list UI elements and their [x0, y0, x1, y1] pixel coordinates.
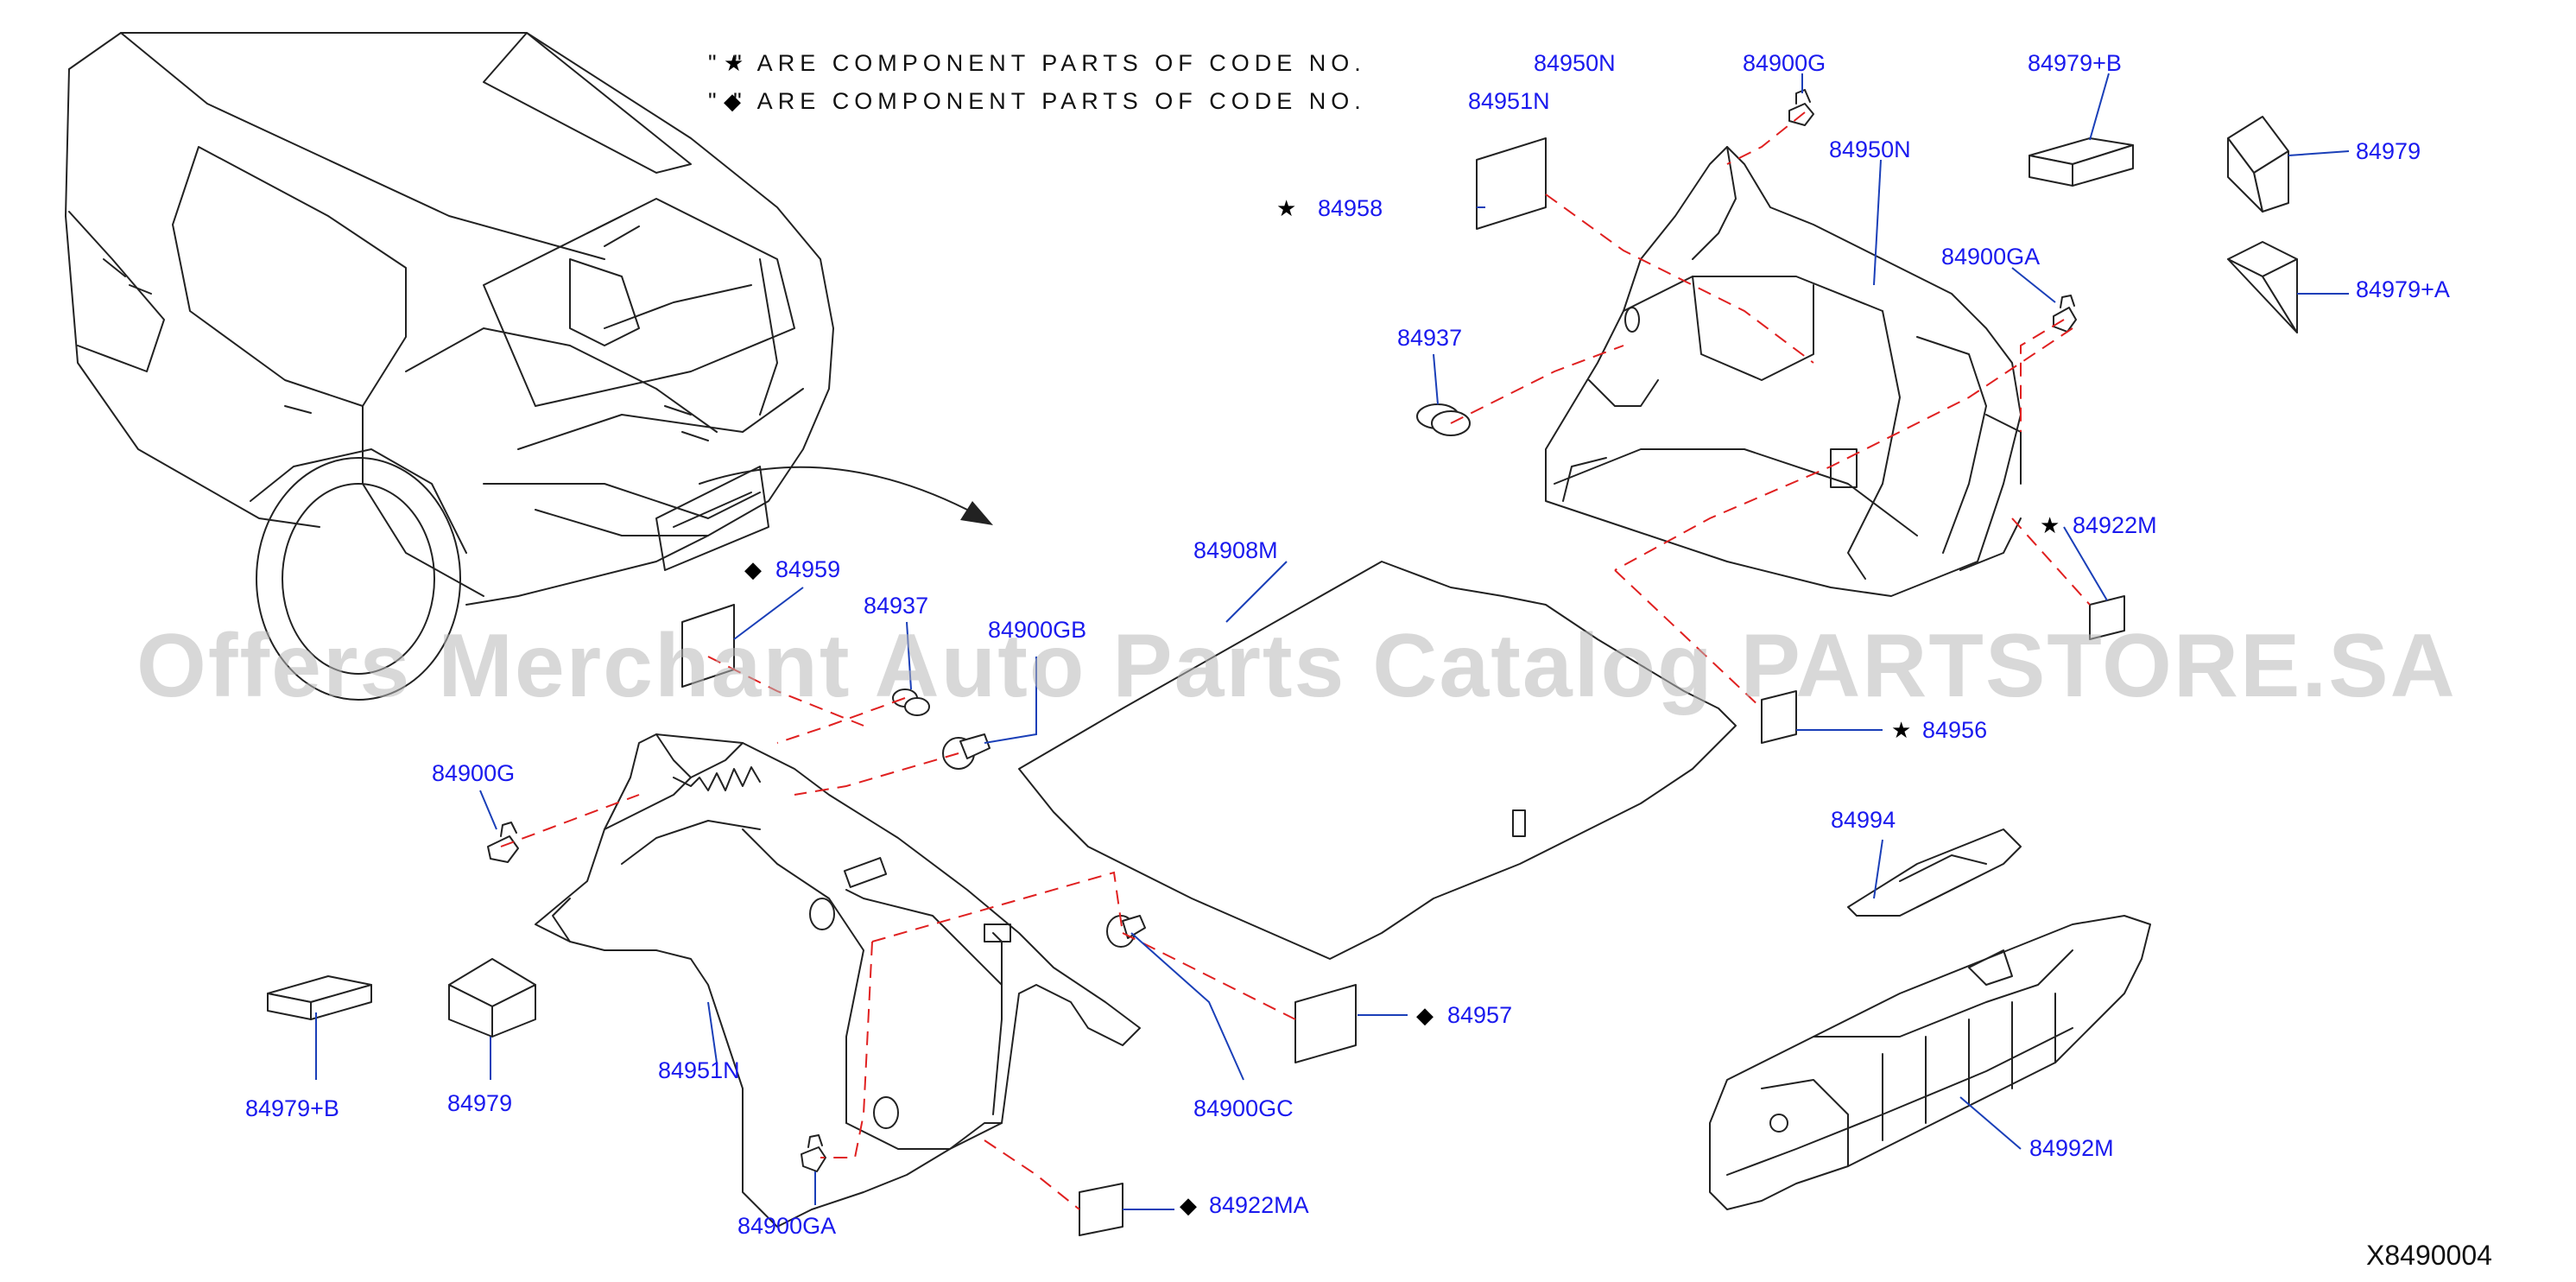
label-84900gb: 84900GB — [988, 617, 1086, 643]
clip-84900ga-bottom — [801, 1134, 826, 1172]
pad-84956-shape — [1761, 690, 1797, 744]
label-84979a: 84979+A — [2356, 276, 2450, 302]
clip-84900ga-top — [2053, 295, 2077, 333]
mark-84922ma: ◆ — [1180, 1193, 1197, 1219]
label-84957: 84957 — [1447, 1002, 1512, 1028]
clip-84900g-top — [1788, 89, 1814, 126]
foam-block-84979-bottom — [448, 958, 536, 1038]
foam-block-84979b-top — [2029, 137, 2134, 187]
label-84922m: 84922M — [2073, 512, 2157, 538]
part-labels: 84900G 84979+B 84979 84950N ★ 84958 8490… — [245, 50, 2450, 1239]
diagram-code: X8490004 — [2366, 1240, 2492, 1271]
label-84937-left: 84937 — [864, 593, 928, 619]
label-84900g-top: 84900G — [1743, 50, 1826, 76]
vehicle-illustration — [65, 32, 834, 701]
legend-diamond-symbol: ◆ — [724, 89, 741, 115]
clip-84937-right — [1416, 403, 1471, 436]
pad-84958-shape — [1476, 137, 1547, 230]
foam-block-84979b-bottom — [267, 975, 372, 1020]
luggage-hook-cover — [1847, 828, 2022, 917]
legend-star-text: " " ARE COMPONENT PARTS OF CODE NO. — [708, 50, 1366, 76]
leader-lines — [315, 73, 2350, 1210]
label-84979b-bottom: 84979+B — [245, 1095, 339, 1121]
pad-84957-shape — [1294, 984, 1357, 1063]
pad-84922ma-shape — [1079, 1183, 1123, 1236]
mark-84922m: ★ — [2040, 513, 2060, 539]
clip-84900gb — [942, 733, 991, 770]
label-84994: 84994 — [1831, 807, 1896, 833]
direction-arrow — [699, 466, 993, 525]
rear-kicking-plate — [1709, 915, 2151, 1210]
watermark: Offers Merchant Auto Parts Catalog PARTS… — [136, 616, 2457, 716]
label-84959: 84959 — [775, 556, 840, 582]
foam-block-84979a — [2227, 241, 2298, 333]
label-84908m: 84908M — [1193, 537, 1278, 563]
rear-luggage-side-finisher-lh — [535, 733, 1141, 1228]
pad-84922m-shape — [2089, 595, 2125, 640]
label-84992m: 84992M — [2029, 1135, 2114, 1161]
label-84979-top: 84979 — [2356, 138, 2421, 164]
label-84951n: 84951N — [658, 1057, 740, 1083]
legend: ★ " " ARE COMPONENT PARTS OF CODE NO. 84… — [708, 50, 1616, 115]
legend-star-symbol: ★ — [724, 51, 744, 77]
mark-84957: ◆ — [1416, 1003, 1434, 1029]
label-84900ga-top: 84900GA — [1941, 244, 2040, 270]
assembly-lines — [500, 111, 2091, 1210]
legend-star-code: 84950N — [1534, 50, 1616, 76]
label-84900g-left: 84900G — [432, 760, 515, 786]
luggage-floor-mat — [1018, 561, 1737, 960]
label-84950n: 84950N — [1829, 136, 1911, 162]
clip-84900gc — [1106, 915, 1146, 948]
label-84979-bottom: 84979 — [447, 1090, 512, 1116]
label-84937-right: 84937 — [1397, 325, 1462, 351]
rear-luggage-side-finisher-rh — [1545, 146, 2022, 597]
legend-diamond-text: " " ARE COMPONENT PARTS OF CODE NO. — [708, 88, 1366, 114]
label-84900gc: 84900GC — [1193, 1095, 1294, 1121]
mark-84956: ★ — [1891, 718, 1911, 744]
legend-diamond-code: 84951N — [1468, 88, 1550, 114]
label-84900ga-bottom: 84900GA — [737, 1213, 836, 1239]
foam-block-84979-top — [2227, 116, 2289, 213]
mark-84958: ★ — [1276, 196, 1296, 222]
mark-84959: ◆ — [744, 557, 762, 583]
label-84958: 84958 — [1318, 195, 1383, 221]
label-84956: 84956 — [1922, 717, 1987, 743]
label-84979b-top: 84979+B — [2028, 50, 2122, 76]
label-84922ma: 84922MA — [1209, 1192, 1309, 1218]
